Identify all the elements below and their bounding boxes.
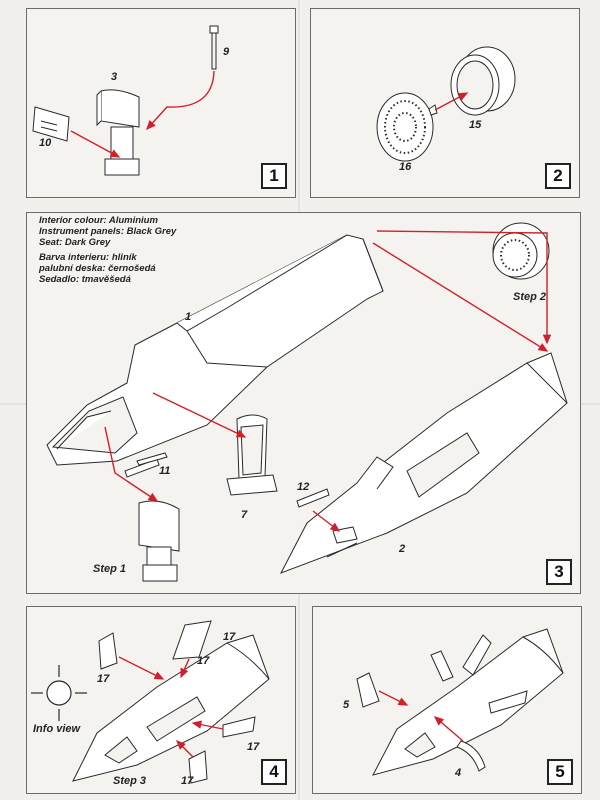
step-1-seat-assembly [138, 500, 180, 582]
part-7-label: 7 [241, 509, 248, 521]
part-3-seat [96, 89, 140, 176]
note-interior-en: Interior colour: Aluminium [39, 215, 158, 226]
part-17-label-d: 17 [247, 741, 260, 753]
note-panels-en: Instrument panels: Black Grey [39, 226, 177, 237]
step-1-drawing [32, 25, 219, 176]
part-15-ring [450, 46, 516, 116]
step-number-box: 2 [545, 163, 571, 189]
part-4-part [456, 740, 486, 772]
part-3-label: 3 [111, 71, 118, 83]
part-9-pin [209, 25, 219, 70]
step-number-box: 3 [546, 559, 572, 585]
part-10-label: 10 [39, 137, 52, 149]
part-16-disc [376, 92, 438, 162]
assembled-fuselage [72, 634, 270, 782]
part-10-panel [32, 106, 70, 142]
part-17-label-a: 17 [223, 631, 236, 643]
part-12-part [296, 488, 330, 508]
step-4-drawing [31, 620, 270, 784]
part-11-label: 11 [159, 465, 171, 477]
step-3-drawing [46, 222, 568, 582]
part-11-part [124, 452, 168, 478]
part-7-seat [226, 414, 278, 496]
part-1-label: 1 [185, 311, 192, 323]
part-17-fins [98, 620, 256, 784]
part-9-label: 9 [223, 46, 230, 58]
part-2-label: 2 [399, 543, 406, 555]
part-5-label: 5 [343, 699, 350, 711]
part-12-label: 12 [297, 481, 310, 493]
step-5-panel: 5 4 5 [312, 606, 582, 794]
part-17-label-b: 17 [197, 655, 210, 667]
step-1-label: Step 1 [93, 563, 127, 575]
step-1-panel: 3 9 10 1 [26, 8, 296, 198]
step-2-panel: 15 16 2 [310, 8, 580, 198]
step-4-panel: 17 17 17 17 17 Info view Step 3 4 [26, 606, 296, 794]
step-2-exhaust [492, 222, 550, 280]
assembled-fuselage [372, 628, 564, 776]
step-number-box: 1 [261, 163, 287, 189]
part-2-fuselage [279, 352, 568, 574]
step-3-panel: Interior colour: Aluminium Instrument pa… [26, 212, 581, 594]
info-view-label: Info view [33, 723, 81, 735]
part-5-part [356, 672, 380, 708]
step-3-label: Step 3 [113, 775, 147, 787]
colour-notes: Interior colour: Aluminium Instrument pa… [39, 215, 176, 285]
part-17-label-e: 17 [181, 775, 194, 787]
info-view-diagram [31, 665, 87, 721]
part-15-label: 15 [469, 119, 482, 131]
part-17-label-c: 17 [97, 673, 110, 685]
part-16-label: 16 [399, 161, 412, 173]
part-1-cockpit-half [46, 234, 384, 466]
note-seat-cz: Sedadlo: tmavěšedá [39, 274, 131, 285]
step-number-box: 5 [547, 759, 573, 785]
step-2-label: Step 2 [513, 291, 547, 303]
step-5-drawing [356, 628, 564, 776]
step-number-box: 4 [261, 759, 287, 785]
note-interior-cz: Barva interieru: hliník [39, 252, 137, 263]
part-4-label: 4 [455, 767, 462, 779]
note-panels-cz: palubní deska: černošedá [39, 263, 156, 274]
step-2-drawing [376, 46, 516, 162]
note-seat-en: Seat: Dark Grey [39, 237, 111, 248]
